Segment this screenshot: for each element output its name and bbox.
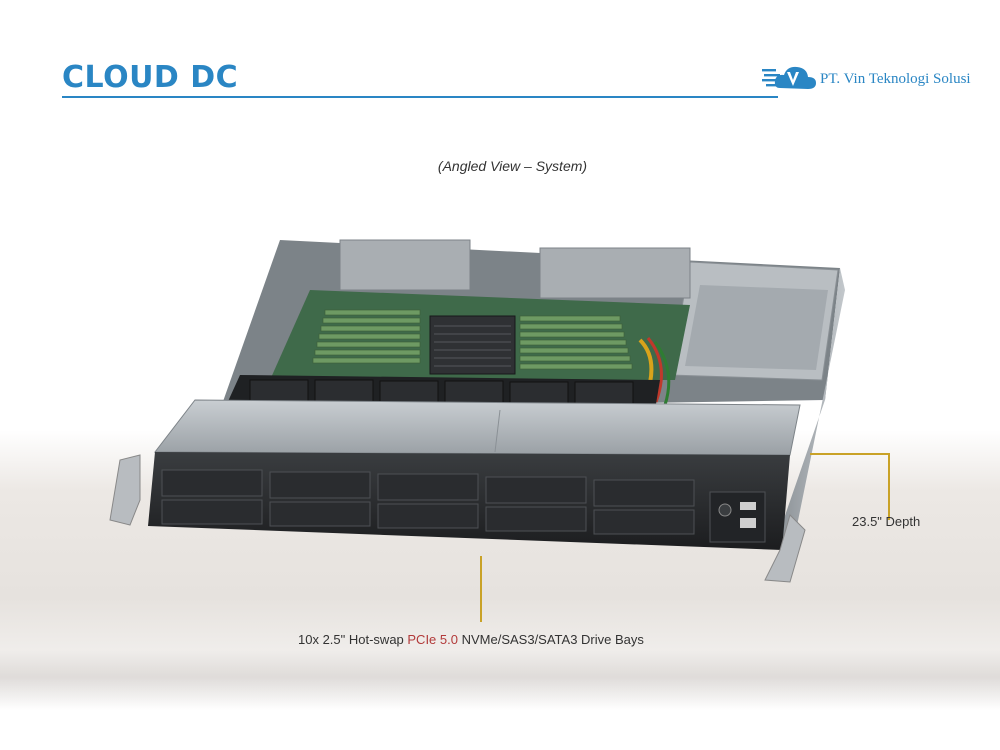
view-caption: (Angled View – System) xyxy=(437,158,588,174)
depth-callout-label: 23.5" Depth xyxy=(852,514,921,529)
bays-suffix-text: NVMe/SAS3/SATA3 Drive Bays xyxy=(457,632,644,647)
header-divider xyxy=(62,96,778,98)
drive-bays-callout-label: 10x 2.5" Hot-swap PCIe 5.0 NVMe/SAS3/SAT… xyxy=(298,632,644,647)
server-chassis-image xyxy=(109,239,845,583)
floor-shadow xyxy=(0,650,1000,710)
company-name: PT. Vin Teknologi Solusi xyxy=(820,71,971,87)
page-title: CLOUD DC xyxy=(62,60,239,95)
pcie-highlight-text: PCIe 5.0 xyxy=(407,632,458,647)
company-logo: PT. Vin Teknologi Solusi xyxy=(762,62,982,94)
cloud-v-logo-icon xyxy=(762,66,816,89)
bays-prefix-text: 10x 2.5" Hot-swap xyxy=(298,632,408,647)
